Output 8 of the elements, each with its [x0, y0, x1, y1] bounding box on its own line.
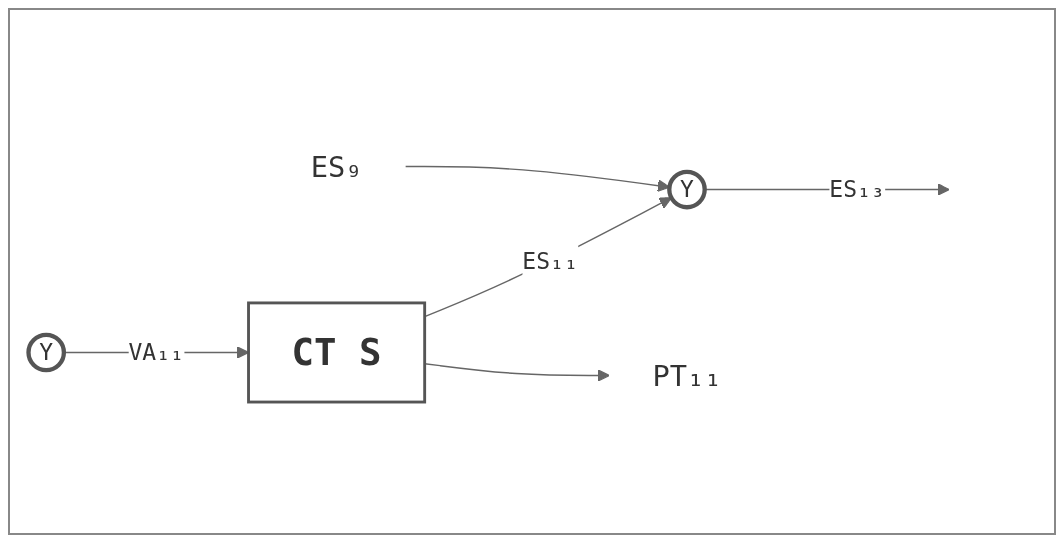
node-circle: Y	[667, 170, 707, 210]
node-box: CT S	[247, 301, 427, 404]
node-circle: Y	[26, 333, 67, 373]
node-text: PT₁₁	[652, 358, 722, 394]
node-text: ES₉	[310, 149, 363, 185]
edge-label: ES₁₁	[522, 247, 578, 275]
edge-label: VA₁₁	[128, 338, 184, 366]
edge-label: ES₁₃	[829, 175, 885, 203]
